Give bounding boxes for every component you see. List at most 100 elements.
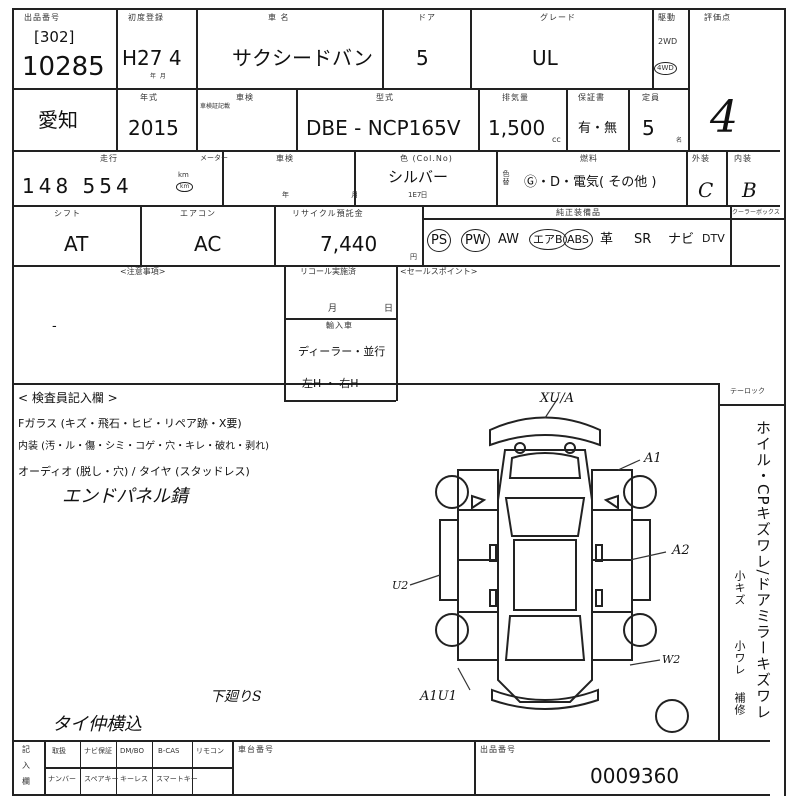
color-code: 1E7 [408, 191, 422, 199]
sales-point-label: <セールスポイント> [400, 267, 478, 276]
side-small-2: 小ワレ [733, 640, 746, 676]
rear-bumper [491, 688, 599, 710]
col-line-a [116, 8, 118, 150]
col-line-r3a [222, 150, 224, 205]
fuel-value: Ⓖ・D・電気( その他 ) [524, 175, 657, 190]
col-line-b [196, 8, 198, 88]
col-line-r3d [686, 150, 688, 205]
col-line-c [382, 8, 384, 88]
front-bumper [489, 416, 601, 447]
owner-label: 輸入車 [326, 321, 353, 330]
mark-a1u1: A1U1 [420, 689, 457, 704]
grade-label: グレード [540, 13, 576, 22]
recycle-label: リサイクル預託金 [292, 209, 364, 218]
notes-box-bottom [284, 400, 396, 402]
mark-u2: U2 [392, 579, 409, 592]
equipment-item: AW [498, 232, 520, 247]
side-text: ホイル・CPキズワレ/ドアミラーキズワレ [754, 420, 772, 720]
equipment-item: PS [427, 229, 452, 252]
mileage-sub: メーター [200, 154, 228, 162]
cc-value: 1,500 [488, 116, 546, 140]
headlight-left [514, 442, 526, 454]
right-rear-handle [595, 589, 603, 607]
score-label: 評価点 [704, 13, 731, 22]
roof [513, 539, 577, 611]
side-col-head [718, 404, 784, 406]
col-line-r3b [354, 150, 356, 205]
headlight-right [564, 442, 576, 454]
col-line-r3c [496, 150, 498, 205]
foot-sub-1 [80, 740, 81, 794]
caution-value: - [52, 319, 57, 334]
recall-month: 月 [328, 304, 339, 314]
leader-u2 [409, 574, 441, 586]
color-value: シルバー [388, 168, 449, 186]
drive-label: 駆動 [658, 13, 676, 22]
wheel-rear-right [623, 613, 657, 647]
exterior-value: C [698, 178, 714, 202]
col-line-r2c [478, 88, 480, 150]
reg-label: 初度登録 [128, 13, 164, 22]
wheel-front-right [623, 475, 657, 509]
year-label: 年式 [140, 93, 158, 102]
recall-label: リコール実施済 [300, 267, 356, 276]
dealer-value: ディーラー・並行 [298, 345, 386, 358]
left-rear-handle [489, 589, 497, 607]
col-line-r2b [296, 88, 298, 150]
col-line-d [470, 8, 472, 88]
foot-top-4: B-CAS [158, 747, 180, 755]
row-line-3 [12, 205, 780, 207]
leader-a2 [629, 551, 667, 561]
door-label: ドア [418, 13, 436, 22]
right-front-handle [595, 544, 603, 562]
col-line-r4d [730, 205, 732, 265]
side-small-3: 補修 [733, 692, 746, 716]
equip-header-line [422, 218, 784, 220]
glass-line: Fガラス (キズ・飛石・ヒビ・リペア跡・X要) [18, 417, 242, 430]
hand-note-1: エンドパネル錆 [62, 486, 188, 507]
mileage-unit: km [178, 171, 189, 179]
capacity-unit: 名 [676, 137, 683, 144]
row-line-1 [12, 88, 688, 90]
score-value: 4 [710, 92, 738, 143]
capacity-value: 5 [642, 116, 655, 140]
shift-value: AT [64, 232, 89, 256]
lot-number: 10285 [22, 52, 105, 82]
exterior-label: 外装 [692, 154, 710, 163]
mark-a2: A2 [672, 543, 690, 558]
cooler-label: クーラーボックス [732, 209, 780, 216]
equipment-item: DTV [702, 232, 725, 245]
left-mirror [471, 494, 487, 510]
side-col-line [718, 383, 720, 740]
leader-a1 [617, 459, 641, 471]
grade-value: UL [532, 46, 558, 70]
handle-value: 左H ・ 右H [302, 377, 359, 390]
equipment-item: 革 [600, 232, 614, 247]
ac-label: エアコン [180, 209, 216, 218]
wheel-front-left [435, 475, 469, 509]
car-name: サクシードバン [232, 46, 373, 70]
border-bottom [12, 794, 770, 796]
cc-label: 排気量 [502, 93, 529, 102]
foot-col-3 [474, 740, 476, 794]
cc-unit: cc [552, 135, 561, 144]
interior-label: 内装 [734, 154, 752, 163]
recycle-cert-label: 保証書 [578, 93, 605, 102]
col-line-e [652, 8, 654, 88]
leader-w2 [629, 659, 661, 666]
shift-label: シフト [54, 209, 81, 218]
side-small-1: 小キズ [733, 570, 746, 606]
left-front-handle [489, 544, 497, 562]
notes-box-right [396, 265, 398, 401]
mileage-km-mark: km [176, 182, 194, 192]
left-sill [439, 519, 459, 601]
col-line-r3e [726, 150, 728, 205]
shaken-sub: 車検証記載 [200, 103, 231, 110]
foot-top-3: DM/BO [120, 747, 144, 755]
foot-col-2 [232, 740, 234, 794]
recycle-cert-value: 有・無 [578, 121, 618, 136]
right-rear-door [591, 559, 633, 613]
col-line-r4b [274, 205, 276, 265]
foot-sub-4 [192, 740, 193, 794]
